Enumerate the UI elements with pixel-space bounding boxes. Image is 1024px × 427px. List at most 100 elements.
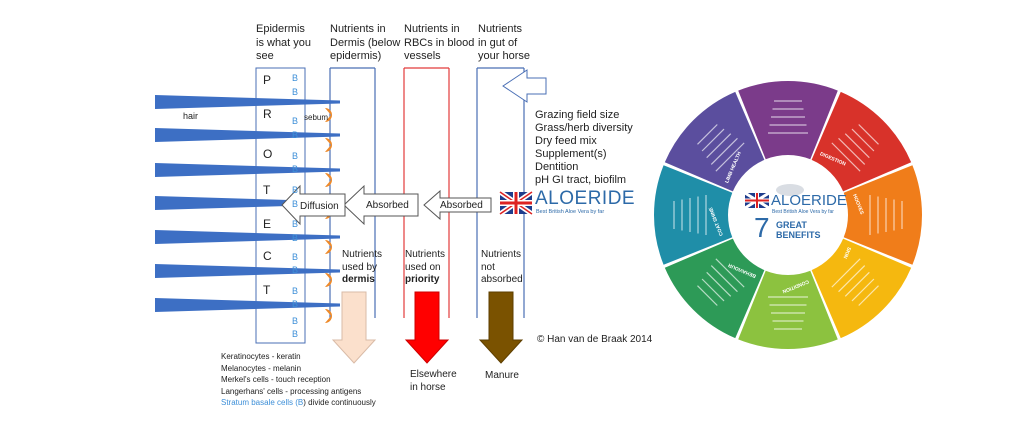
header-line: epidermis) [330, 50, 382, 62]
protect-letter: T [263, 183, 271, 197]
outcome-line: absorbed [481, 274, 523, 285]
protect-letter: P [263, 73, 272, 87]
wheel-text-line [851, 278, 875, 302]
wheel-title: GREAT BENEFITS [776, 220, 821, 240]
absorbed-label: Absorbed [440, 200, 483, 211]
wheel-segment [664, 91, 765, 192]
basal-cell-mark: B [292, 252, 299, 262]
wheel-text-line [838, 137, 866, 165]
protect-letter: C [263, 249, 272, 263]
basal-cell-mark: B [292, 199, 299, 209]
cells-legend-item: Merkel's cells - touch reception [221, 375, 331, 384]
gut-factor: Grass/herb diversity [535, 122, 633, 134]
hair-wedge [155, 196, 340, 210]
wheel-center [732, 159, 844, 271]
basal-mark: B [297, 398, 304, 407]
header-line: RBCs in blood [404, 36, 475, 49]
header-line: vessels [404, 50, 441, 62]
header-line: Nutrients in [330, 23, 386, 35]
destination-horse: Elsewhere in horse [410, 369, 457, 394]
protect-letter: E [263, 217, 272, 231]
header-line: Epidermis [256, 23, 305, 35]
sebum-gland [325, 240, 332, 254]
wheel-brand-name: ALOERIDE [771, 192, 847, 209]
basal-cell-mark: B [292, 316, 299, 326]
priority-arrow [404, 291, 450, 364]
wheel-text-line [858, 285, 879, 306]
header-line: Nutrients [478, 23, 523, 35]
wheel-segment-label: SKIN [841, 246, 851, 260]
outcome-bold: priority [405, 274, 440, 285]
sebum-gland [325, 309, 332, 323]
cells-legend-item: Melanocytes - melanin [221, 363, 302, 373]
brand-tagline: Best British Aloe Vera by far [536, 209, 605, 215]
gut-factor: Grazing field size [535, 109, 620, 121]
destination-manure: Manure [485, 370, 519, 381]
wheel-segment [664, 238, 765, 339]
wheel-text-line [844, 133, 870, 159]
wheel-title-line: GREAT [776, 220, 807, 230]
basal-cell-mark: B [292, 87, 299, 97]
sebum-gland [325, 138, 332, 152]
header-line: your horse [478, 50, 530, 62]
globe-icon [776, 184, 804, 196]
gut-factors-list: Grazing field size Grass/herb diversity … [535, 109, 633, 187]
benefits-wheel: DIGESTIONHOOVESSKINCONDITIONBEHAVIOURCOA… [654, 80, 922, 349]
wheel-text-line [697, 285, 718, 306]
outcome-dermis: Nutrients used by dermis [342, 249, 382, 287]
wheel-text-line [851, 128, 875, 152]
basal-cell-mark: B [292, 130, 299, 140]
header-line: in gut of [478, 36, 518, 49]
wheel-segment [811, 91, 912, 192]
gut-factor: Supplement(s) [535, 148, 607, 160]
basal-cell-mark: B [292, 185, 299, 195]
hair-wedge [155, 163, 340, 177]
basal-cell-mark: B [292, 164, 299, 174]
brand-name: ALOERIDE [535, 188, 636, 209]
cells-legend-basal: Stratum basale cells (B) divide continuo… [221, 397, 376, 409]
wheel-text-line [844, 271, 870, 297]
wheel-segment [654, 165, 733, 265]
rbc-header: Nutrients in RBCs in blood vessels [404, 23, 474, 64]
hair-wedges [155, 95, 340, 312]
diffusion-arrow [281, 184, 346, 226]
wheel-union-flag-icon [744, 191, 770, 210]
outcome-priority: Nutrients used on priority [405, 249, 445, 287]
sebum-gland [325, 108, 332, 122]
gut-factor: pH GI tract, biofilm [535, 174, 627, 186]
sebum-label: sebum [304, 113, 329, 122]
protect-letter: T [263, 283, 271, 297]
basal-cell-mark: B [292, 151, 299, 161]
hair-wedge [155, 298, 340, 312]
absorbed-arrow-gut-to-rbc [423, 189, 492, 221]
destination-line: Elsewhere [410, 369, 457, 380]
outcome-line: used by [342, 261, 378, 273]
outcome-line: Nutrients [481, 249, 522, 260]
basal-cell-mark: B [292, 286, 299, 296]
hair-wedge [155, 128, 340, 142]
wheel-text-line [706, 133, 732, 159]
union-flag-icon [498, 189, 534, 217]
wheel-text-line [697, 124, 718, 145]
gut-header: Nutrients in gut of your horse [478, 23, 530, 64]
outcome-not-absorbed: Nutrients not absorbed [481, 249, 523, 287]
header-line: see [256, 50, 274, 62]
hair-label: hair [183, 111, 199, 121]
cells-legend: Keratinocytes - keratin Melanocytes - me… [221, 351, 376, 409]
wheel-number: 7 [754, 212, 770, 243]
wheel-title-line: BENEFITS [776, 230, 821, 240]
cells-legend-item: Keratinocytes - keratin [221, 352, 301, 361]
wheel-text-line [715, 142, 745, 172]
header-line: is what you [256, 36, 312, 49]
protect-letter: R [263, 107, 272, 121]
copyright: © Han van de Braak 2014 [537, 334, 653, 345]
sebum-gland [325, 173, 332, 187]
wheel-segment [738, 80, 838, 160]
basal-cell-mark: B [292, 116, 299, 126]
wheel-segment [843, 165, 922, 265]
outcome-line: Nutrients [405, 249, 446, 260]
header-line: Nutrients in [404, 23, 460, 35]
basal-cell-mark: B [292, 299, 299, 309]
outcome-line: not [481, 261, 495, 273]
